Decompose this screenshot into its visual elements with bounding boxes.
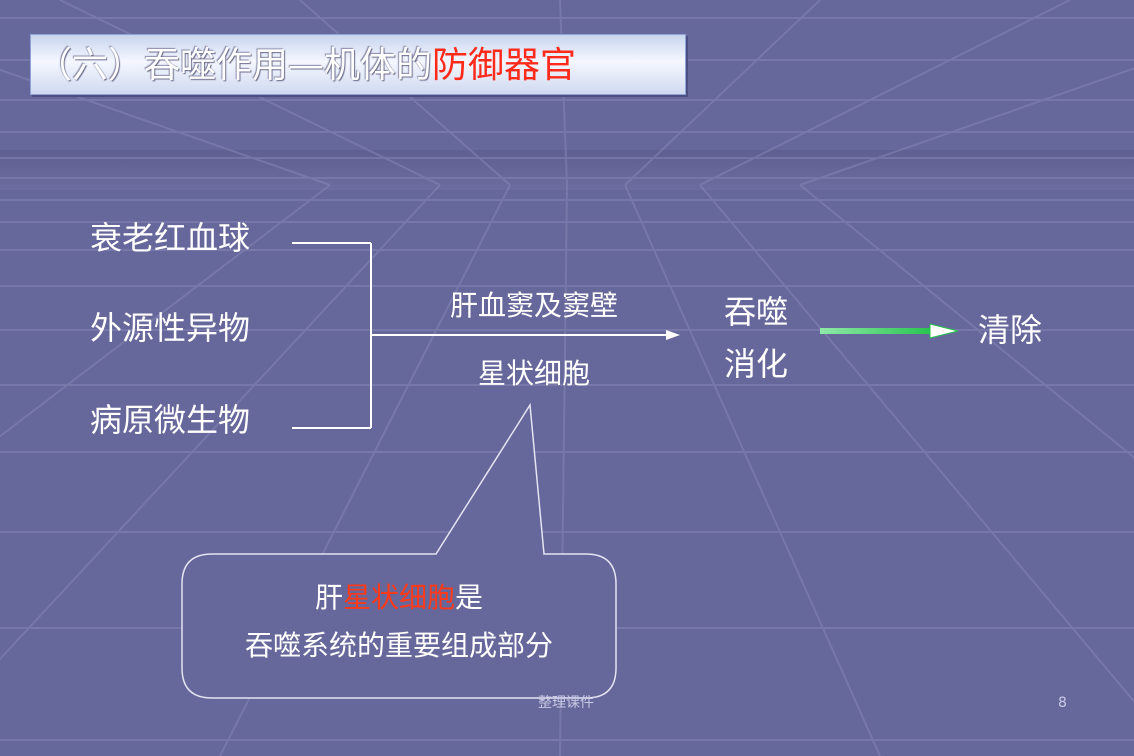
bracket [292,242,372,429]
callout-bubble [181,402,617,699]
title-box [30,34,686,95]
green-arrow [820,323,959,339]
page-number: 8 [1058,695,1067,711]
callout-line1: 肝星状细胞是 [182,580,616,616]
callout-line1-suffix: 是 [455,581,484,614]
arrow-label-top: 肝血窦及窦壁 [450,289,619,322]
title-prefix: （六）吞噬作用—机体的 [36,45,433,86]
callout-line2: 吞噬系统的重要组成部分 [244,629,553,662]
footer-label: 整理课件 [538,695,594,711]
slide-title: （六）吞噬作用—机体的防御器官 [36,42,576,90]
source-item-aged-rbc: 衰老红血球 [90,219,251,257]
title-highlight: 防御器官 [432,45,577,86]
source-item-foreign-matter: 外源性异物 [90,309,251,347]
main-arrow [371,330,680,340]
process-swallow: 吞噬 [724,293,789,331]
arrow-label-bottom: 星状细胞 [478,357,591,390]
source-item-pathogens: 病原微生物 [90,401,251,439]
result-clear: 清除 [978,311,1043,349]
process-digest: 消化 [724,345,789,383]
callout-line1-highlight: 星状细胞 [342,581,455,614]
callout-line1-prefix: 肝 [314,581,343,614]
